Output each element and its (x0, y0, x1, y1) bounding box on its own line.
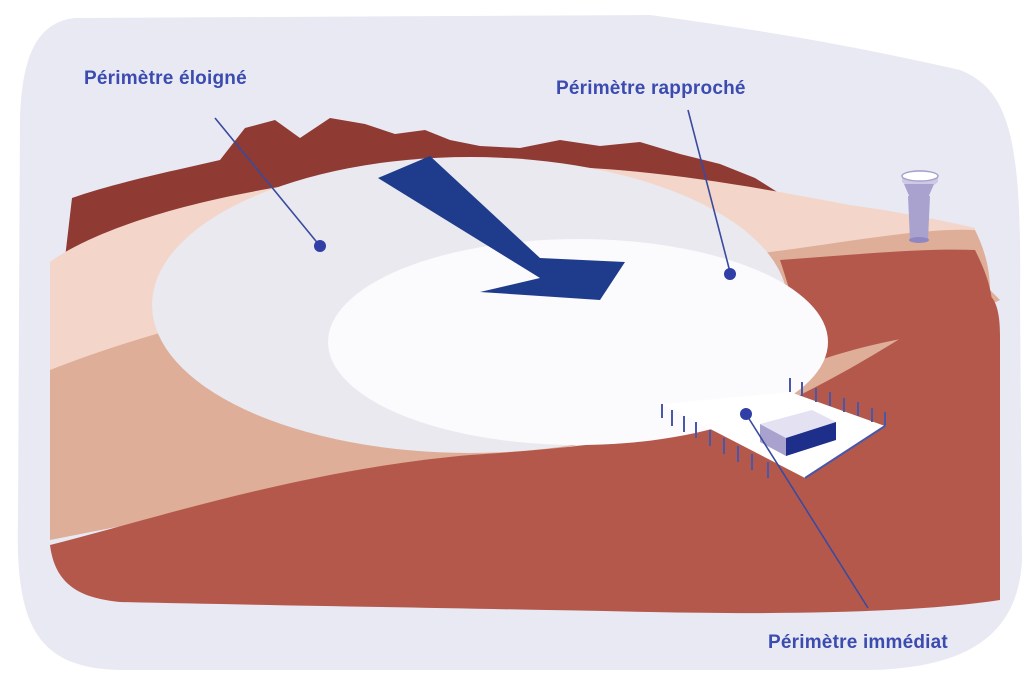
label-far-perimeter: Périmètre éloigné (84, 68, 247, 89)
marker-dot-immediate (740, 408, 752, 420)
label-close-perimeter: Périmètre rapproché (556, 78, 746, 99)
label-immediate-perimeter: Périmètre immédiat (768, 632, 948, 653)
marker-dot-far (314, 240, 326, 252)
marker-dot-close (724, 268, 736, 280)
